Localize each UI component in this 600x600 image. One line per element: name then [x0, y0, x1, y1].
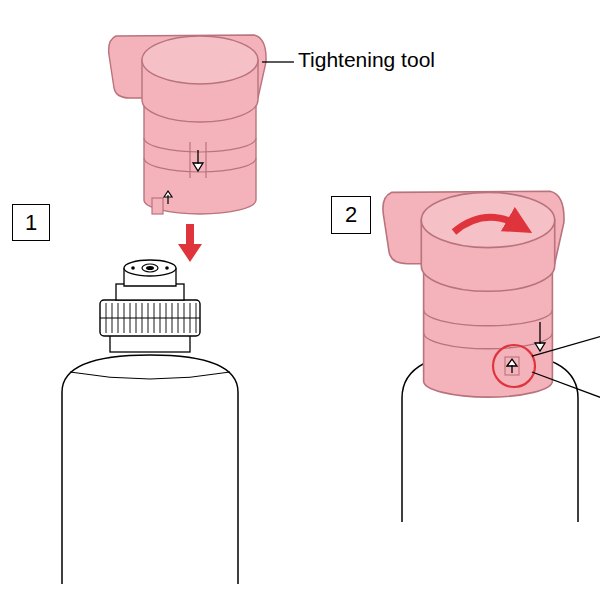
- push-arrow: [178, 224, 202, 262]
- leader-line: [262, 61, 294, 62]
- tightening-tool-2: [383, 191, 600, 398]
- callout-number: 2: [345, 204, 357, 226]
- callout-number: 1: [25, 212, 37, 234]
- callout-box: 2: [331, 196, 371, 234]
- bottle-1: [62, 260, 238, 584]
- callout-box: 1: [12, 204, 50, 241]
- tightening-tool-1: [109, 35, 266, 214]
- part-name: Tightening tool: [298, 48, 435, 71]
